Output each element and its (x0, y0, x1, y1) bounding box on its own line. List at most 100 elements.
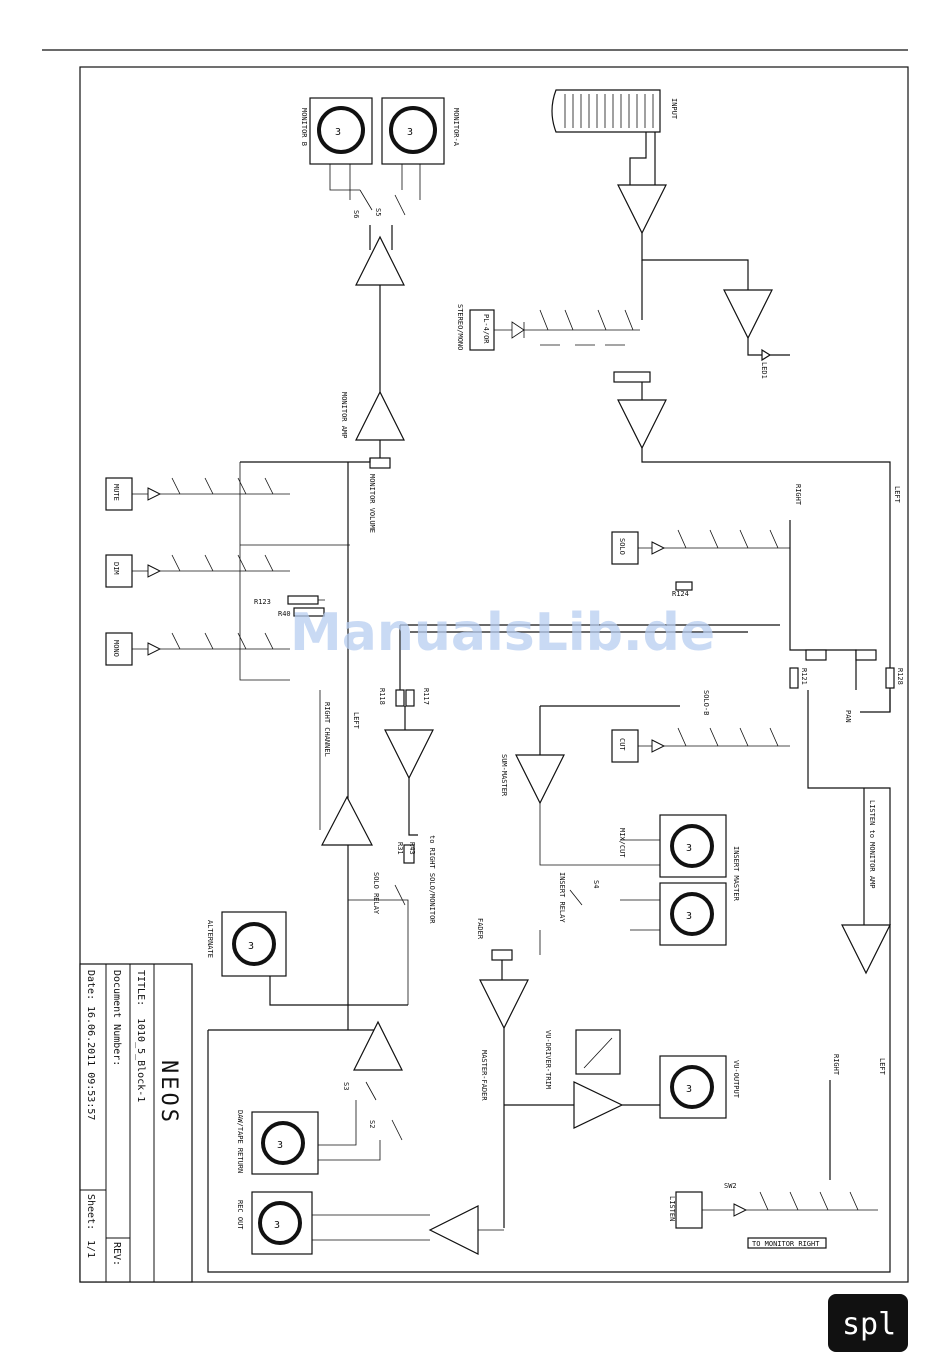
right-label-bottom: RIGHT (832, 1054, 840, 1076)
title-value: 1010_5_Block-1 (135, 1018, 146, 1102)
to-right-solo-monitor-label: to RIGHT SOLO/MONITOR (428, 835, 436, 924)
left-label-mid: LEFT (352, 712, 360, 730)
master-fader-label: MASTER-FADER (480, 1050, 488, 1101)
insert-master-connector-1: 3 (659, 814, 727, 878)
document-label: Document Number: (111, 970, 122, 1066)
s4-label: S4 (592, 880, 600, 888)
svg-text:3: 3 (274, 1220, 280, 1231)
svg-text:3: 3 (686, 843, 692, 854)
schematic-frame (79, 66, 909, 1283)
svg-text:3: 3 (407, 127, 413, 138)
input-amp (617, 184, 667, 235)
s5-label: S5 (374, 208, 382, 216)
monitor-amp (355, 390, 405, 441)
right-label-top: RIGHT (794, 484, 802, 506)
return-amp (353, 1020, 403, 1071)
r118-label: R118 (378, 688, 386, 705)
monitor-a-label: MONITOR-A (452, 108, 460, 147)
rec-out-connector: 3 REC OUT (236, 1191, 313, 1255)
sheet-label: Sheet: (85, 1194, 96, 1230)
svg-text:3: 3 (248, 941, 254, 952)
project-name: NEOS (156, 1060, 181, 1125)
alternate-label: ALTERNATE (206, 920, 214, 958)
r123-label: R123 (254, 598, 271, 606)
listen-label: LISTEN (668, 1196, 676, 1221)
solo-relay-label: SOLO RELAY (372, 872, 380, 915)
sheet-value: 1/1 (85, 1240, 96, 1258)
mono-block: MONO (105, 632, 290, 666)
mix-cut-label: MIX/CUT (618, 828, 626, 858)
monitor-b-connector: 3 MONITOR B (300, 97, 373, 165)
cut-block: CUT SOLO-B (611, 690, 790, 763)
dim-block: DIM (105, 554, 290, 588)
r40-label: R40 (278, 610, 291, 618)
date-label: Date: (85, 970, 96, 1000)
monitor-output-amp (355, 235, 405, 286)
watermark: ManualsLib.de (290, 603, 715, 663)
solo-sum-amp (384, 729, 434, 780)
solo-block: SOLO R124 (611, 529, 790, 598)
sum-master-label: SUM-MASTER (500, 754, 508, 797)
rev-label: REV: (111, 1242, 122, 1266)
fader-label: FADER (476, 918, 484, 940)
left-channel-amp (321, 795, 373, 846)
left-label-top: LEFT (893, 486, 901, 504)
pan-pot-left (805, 649, 827, 661)
spl-logo-text: spl (842, 1307, 896, 1342)
vu-output-connector: 3 (659, 1055, 727, 1119)
r124-label: R124 (672, 590, 689, 598)
s6-label: S6 (352, 210, 360, 218)
daw-tape-return-connector: 3 DAW/TAPE RETURN (236, 1110, 319, 1175)
listen-block: LISTEN SW2 (668, 1182, 878, 1229)
r121-label: R121 (800, 668, 808, 685)
s2-label: S2 (368, 1120, 376, 1128)
svg-text:3: 3 (335, 127, 341, 138)
fader-pot (491, 949, 513, 961)
vu-driver-amp (573, 1081, 624, 1129)
relay-part-label: PL-4/OR (482, 314, 490, 344)
r31-label: R31 (396, 842, 404, 855)
input-connector: INPUT (551, 89, 678, 133)
pan-pot-right (855, 649, 877, 661)
cut-label: CUT (618, 738, 626, 751)
date-value: 16.06.2011 09:53:57 (85, 1006, 96, 1120)
vu-output-label: VU-OUTPUT (732, 1060, 740, 1099)
vu-driver-trim-label: VU-DRIVER-TRIM (544, 1030, 552, 1089)
r128-label: R128 (896, 668, 904, 685)
monitor-amp-label: MONITOR AMP (340, 392, 348, 438)
alternate-connector: 3 ALTERNATE (206, 911, 287, 977)
listen-amp (841, 924, 891, 975)
mute-block: MUTE (105, 477, 290, 511)
monitor-volume-pot (369, 457, 391, 469)
listen-to-monitor-amp-label: LISTEN to MONITOR AMP (868, 800, 876, 889)
stereo-mono-label: STEREO/MONO (456, 304, 464, 350)
r117-label: R117 (422, 688, 430, 705)
insert-relay-label: INSERT RELAY (558, 872, 566, 923)
svg-text:3: 3 (686, 911, 692, 922)
solo-b-label: SOLO-B (702, 690, 710, 715)
vu-driver-trim (575, 1029, 621, 1075)
daw-tape-return-label: DAW/TAPE RETURN (236, 1110, 244, 1173)
svg-text:3: 3 (686, 1084, 692, 1095)
input-label: INPUT (670, 98, 678, 120)
rec-out-label: REC OUT (236, 1200, 244, 1230)
stereo-mono-amp (617, 399, 667, 450)
title-label: TITLE: (135, 970, 146, 1006)
mute-label: MUTE (112, 484, 120, 501)
led1-label: LED1 (760, 362, 768, 379)
pan-label: PAN (844, 710, 852, 723)
s3-label: S3 (342, 1082, 350, 1090)
insert-master-connector-2: 3 (659, 882, 727, 946)
left-label-bottom: LEFT (878, 1058, 886, 1076)
led-driver-amp (723, 289, 773, 340)
to-monitor-right-label: TO_MONITOR_RIGHT (752, 1240, 820, 1248)
monitor-volume-label: MONITOR VOLUME (368, 474, 376, 533)
right-channel-label: RIGHT CHANNEL (323, 702, 331, 757)
insert-master-label: INSERT MASTER (732, 846, 740, 902)
mono-label: MONO (112, 640, 120, 657)
monitor-a-connector: 3 MONITOR-A (381, 97, 460, 165)
sum-master-amp (515, 754, 565, 805)
monitor-b-label: MONITOR B (300, 108, 308, 146)
title-block: NEOS TITLE: 1010_5_Block-1 Document Numb… (79, 963, 193, 1283)
